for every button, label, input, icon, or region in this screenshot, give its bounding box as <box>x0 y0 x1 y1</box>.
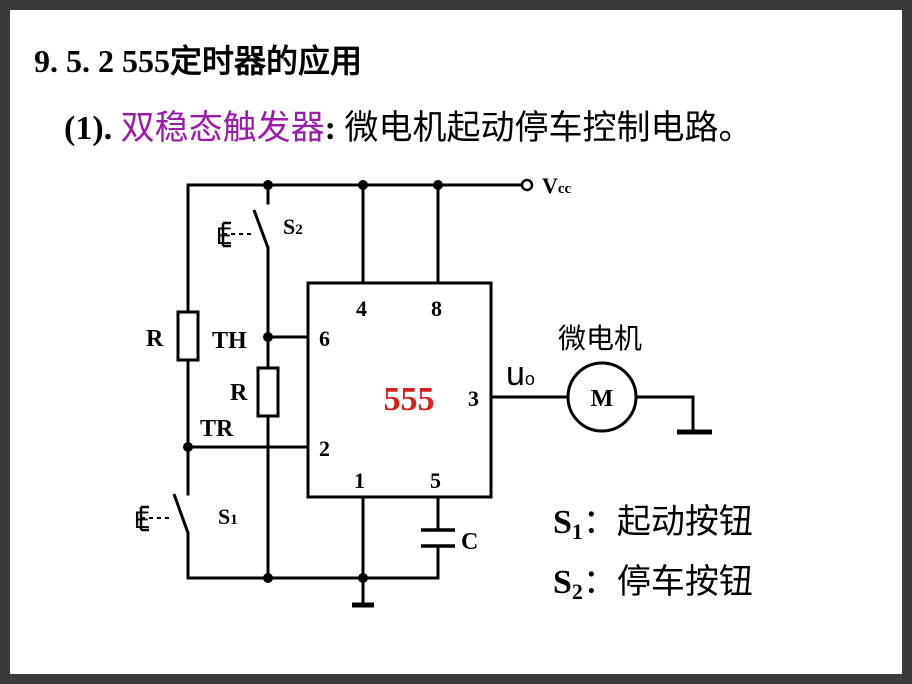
legend-s2: S2：停车按钮 <box>553 563 753 604</box>
resistor-mid <box>256 366 280 418</box>
chip-label: 555 <box>384 381 435 418</box>
pin-5: 5 <box>430 468 441 493</box>
pin-6: 6 <box>319 326 330 351</box>
vcc-label: Vcc <box>542 173 572 198</box>
legend-s1: S1：起动按钮 <box>553 503 753 544</box>
resistor-left <box>176 310 200 362</box>
junction-dot <box>263 180 273 190</box>
subtitle-highlight: 双稳态触发器 <box>120 110 325 147</box>
output-label: uo <box>506 355 535 393</box>
resistor-mid-label: R <box>230 380 248 406</box>
switch-s1 <box>139 493 190 534</box>
slide-title: 9. 5. 2 555定时器的应用 <box>34 43 363 79</box>
th-label: TH <box>212 328 247 354</box>
pin-8: 8 <box>431 296 442 321</box>
vcc-terminal <box>520 178 534 192</box>
slide: 9. 5. 2 555定时器的应用 (1). 双稳态触发器: 微电机起动停车控制… <box>10 10 902 674</box>
switch-s2-label: S2 <box>283 214 303 239</box>
capacitor-label: C <box>461 529 478 555</box>
motor-label: M <box>591 386 614 412</box>
pin-4: 4 <box>356 296 367 321</box>
junction-dot <box>263 332 273 342</box>
switch-s1-label: S1 <box>218 504 238 529</box>
junction-dot <box>183 442 193 452</box>
pin-3: 3 <box>468 386 479 411</box>
junction-dot <box>358 180 368 190</box>
chip-555 <box>306 281 493 499</box>
pin-1: 1 <box>354 468 365 493</box>
junction-dot <box>263 573 273 583</box>
motor-symbol <box>566 361 638 433</box>
pin-2: 2 <box>319 436 330 461</box>
junction-dot <box>358 573 368 583</box>
subtitle-rest: 微电机起动停车控制电路。 <box>335 110 753 147</box>
resistor-left-label: R <box>146 326 164 352</box>
motor-title: 微电机 <box>558 323 642 355</box>
junction-dot <box>433 180 443 190</box>
tr-label: TR <box>200 416 234 442</box>
subtitle-number: (1). <box>64 110 113 147</box>
switch-s2-mark: E <box>216 223 232 250</box>
switch-s1-mark: E <box>134 507 150 534</box>
subtitle-colon: : <box>324 110 336 147</box>
switch-s2 <box>221 209 270 249</box>
slide-subtitle: (1). 双稳态触发器: 微电机起动停车控制电路。 <box>64 100 752 149</box>
